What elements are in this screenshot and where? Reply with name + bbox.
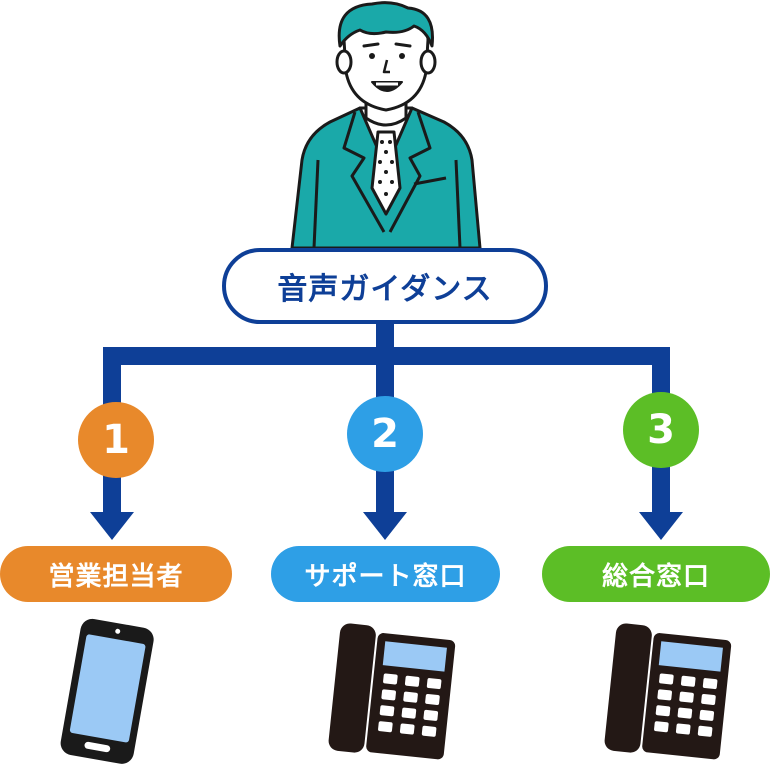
businessman-illustration [290,1,482,250]
guidance-pill [222,248,548,324]
option-3-circle [623,392,699,468]
arrow-head-2 [363,512,407,540]
option-3-label: 総合窓口 [601,561,710,592]
option-2-label: サポート窓口 [304,561,467,592]
guidance-label: 音声ガイダンス [277,272,493,307]
arrow-head-3 [639,512,683,540]
option-3-pill [542,546,770,602]
option-1-circle [78,402,154,478]
option-2-pill [271,546,500,602]
option-3-number: 3 [647,407,675,453]
option-2-circle [347,396,423,472]
option-2-number: 2 [371,411,399,457]
desk-phone-icon [604,623,732,760]
option-1-pill [0,546,232,602]
option-1-number: 1 [102,417,130,463]
arrow-head-1 [90,512,134,540]
desk-phone-icon [328,623,456,760]
option-1-label: 営業担当者 [48,561,184,592]
smartphone-icon [60,618,154,764]
